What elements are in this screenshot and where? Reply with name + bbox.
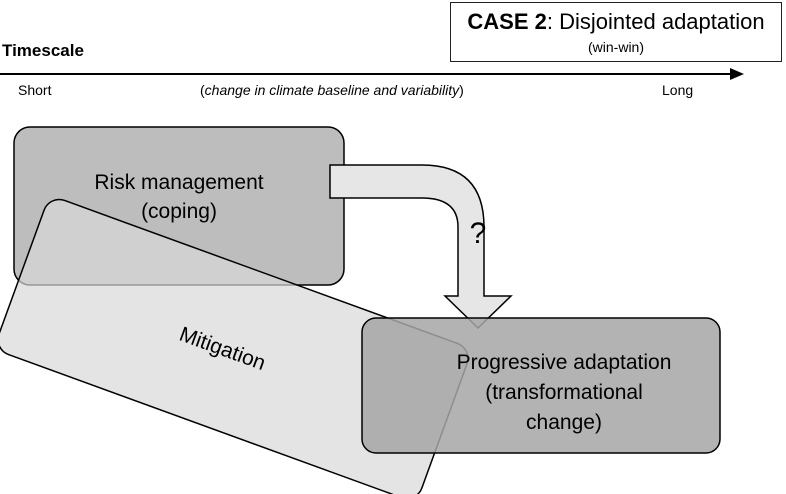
adaptation-title: Progressive adaptation <box>457 351 672 374</box>
arrow-question-mark: ? <box>470 217 487 250</box>
risk-management-subtitle: (coping) <box>141 200 217 223</box>
transition-arrow <box>329 164 513 330</box>
timescale-arrowhead <box>730 68 744 80</box>
case-box: CASE 2: Disjointed adaptation (win-win) <box>450 2 782 62</box>
case-title-rest: : Disjointed adaptation <box>546 9 765 34</box>
case-title-bold: CASE 2 <box>467 9 547 34</box>
adaptation-line2: (transformational <box>485 381 643 404</box>
timescale-label: Timescale <box>2 41 84 60</box>
note-open: ( <box>200 82 205 98</box>
progressive-adaptation-box <box>361 317 721 454</box>
timescale-long-label: Long <box>662 82 694 98</box>
risk-management-title: Risk management <box>94 171 263 194</box>
note-italic: change in climate baseline and variabili… <box>204 82 460 98</box>
case-subtitle: (win-win) <box>588 39 644 55</box>
case-title: CASE 2: Disjointed adaptation <box>451 9 781 35</box>
timescale-short-label: Short <box>18 82 52 98</box>
timescale-note: (change in climate baseline and variabil… <box>200 82 464 98</box>
adaptation-line3: change) <box>526 411 602 434</box>
note-close: ) <box>459 82 464 98</box>
